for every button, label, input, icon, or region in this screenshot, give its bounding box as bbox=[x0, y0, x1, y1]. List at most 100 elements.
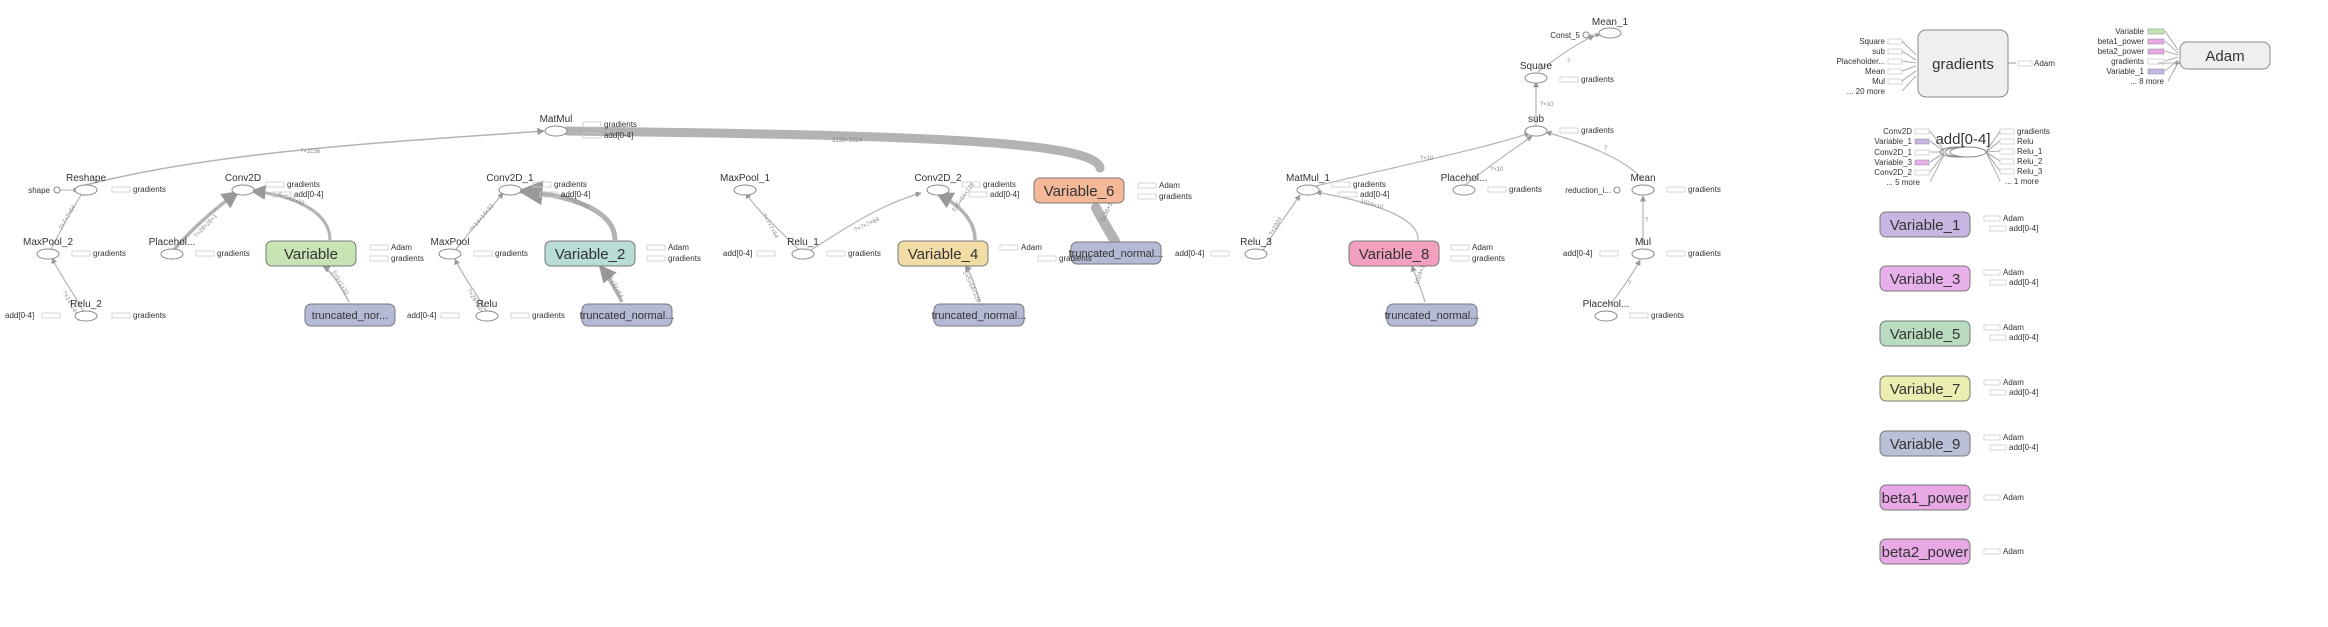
node-variable-4[interactable]: Variable_4 bbox=[897, 240, 989, 267]
svg-text:add[0-4]: add[0-4] bbox=[2009, 443, 2038, 452]
svg-text:gradients: gradients bbox=[1472, 254, 1505, 263]
node-relu[interactable]: Relu bbox=[475, 299, 499, 322]
svg-text:beta2_power: beta2_power bbox=[1882, 544, 1969, 561]
svg-text:add[0-4]: add[0-4] bbox=[294, 190, 323, 199]
svg-text:Adam: Adam bbox=[2003, 493, 2024, 502]
aux-variable-5[interactable]: Variable_5 Adam add[0-4] bbox=[1879, 320, 2038, 347]
svg-text:Mul: Mul bbox=[1635, 237, 1651, 248]
aux-input-label: Placeholder... bbox=[1837, 57, 1885, 66]
node-mean[interactable]: Mean bbox=[1630, 173, 1656, 196]
node-sub[interactable]: sub bbox=[1524, 114, 1548, 137]
svg-text:Mean: Mean bbox=[1630, 173, 1655, 184]
svg-text:gradients: gradients bbox=[133, 311, 166, 320]
svg-text:Reshape: Reshape bbox=[66, 173, 106, 184]
aux-input-label: Square bbox=[1859, 37, 1885, 46]
aux-input-label: Conv2D_2 bbox=[1874, 168, 1912, 177]
node-truncated-normal-6[interactable]: truncated_normal... bbox=[1069, 241, 1164, 265]
node-reshape[interactable]: Reshape bbox=[66, 173, 106, 196]
edge-trunc6-var6 bbox=[1091, 203, 1120, 246]
node-variable-8[interactable]: Variable_8 bbox=[1348, 240, 1440, 267]
aux-add-node[interactable]: add[0-4] Conv2D Variable_1 Conv2D_1 Vari… bbox=[1874, 127, 2050, 187]
svg-text:gradients: gradients bbox=[604, 120, 637, 129]
edge-label: ? bbox=[1567, 59, 1571, 65]
edge-matmul1-sub bbox=[1315, 131, 1531, 187]
svg-text:Variable: Variable bbox=[284, 246, 338, 263]
node-shape[interactable]: shape bbox=[28, 186, 61, 195]
node-conv2d[interactable]: Conv2D bbox=[225, 173, 261, 196]
node-truncated-normal-8[interactable]: truncated_normal... bbox=[1385, 303, 1480, 327]
svg-text:sub: sub bbox=[1528, 114, 1545, 125]
aux-variable-9[interactable]: Variable_9 Adam add[0-4] bbox=[1879, 430, 2038, 457]
node-const-5[interactable]: Const_5 bbox=[1550, 31, 1590, 40]
aux-adam-node[interactable]: Adam Variable beta1_power beta2_power gr… bbox=[2098, 27, 2271, 86]
svg-text:Adam: Adam bbox=[1021, 243, 1042, 252]
node-truncated-normal-2[interactable]: truncated_normal... bbox=[580, 303, 675, 327]
aux-beta1-power[interactable]: beta1_power Adam bbox=[1879, 484, 2024, 511]
node-relu-2[interactable]: Relu_2 bbox=[70, 299, 102, 322]
node-variable-6[interactable]: Variable_6 bbox=[1033, 177, 1125, 204]
aux-beta2-power[interactable]: beta2_power Adam bbox=[1879, 538, 2024, 565]
edge-relu2-maxpool2 bbox=[51, 257, 86, 315]
variable-nodes[interactable]: Variable Variable_2 Variable_4 Variable_… bbox=[265, 177, 1440, 267]
truncated-normal-nodes[interactable]: truncated_nor... truncated_normal... tru… bbox=[304, 241, 1480, 327]
aux-input-label: Variable_1 bbox=[2106, 67, 2144, 76]
node-matmul-1[interactable]: MatMul_1 bbox=[1286, 173, 1330, 196]
aux-variable-1[interactable]: Variable_1 Adam add[0-4] bbox=[1879, 211, 2038, 238]
node-maxpool[interactable]: MaxPool bbox=[431, 237, 470, 260]
node-truncated-normal-4[interactable]: truncated_normal... bbox=[932, 303, 1027, 327]
op-nodes[interactable]: MatMul Reshape shape MaxPool_2 Relu_2 Co… bbox=[23, 17, 1656, 322]
svg-text:Variable_2: Variable_2 bbox=[555, 246, 626, 263]
node-mean-1[interactable]: Mean_1 bbox=[1592, 17, 1629, 39]
svg-text:Conv2D_1: Conv2D_1 bbox=[486, 173, 534, 184]
svg-text:truncated_normal...: truncated_normal... bbox=[1385, 310, 1480, 322]
node-matmul[interactable]: MatMul bbox=[540, 114, 573, 137]
svg-text:Variable_9: Variable_9 bbox=[1890, 436, 1961, 453]
node-mul[interactable]: Mul bbox=[1631, 237, 1655, 260]
svg-text:gradients: gradients bbox=[554, 180, 587, 189]
node-placeholder[interactable]: Placehol... bbox=[149, 237, 196, 260]
node-maxpool-2[interactable]: MaxPool_2 bbox=[23, 237, 73, 260]
svg-text:Const_5: Const_5 bbox=[1550, 31, 1580, 40]
svg-text:gradients: gradients bbox=[1688, 249, 1721, 258]
node-variable-2[interactable]: Variable_2 bbox=[544, 240, 636, 267]
aux-input-label: Mean bbox=[1865, 67, 1885, 76]
edge-label: 5×5×1×32 bbox=[330, 270, 349, 297]
svg-text:beta1_power: beta1_power bbox=[1882, 490, 1969, 507]
node-reduction[interactable]: reduction_i... bbox=[1565, 186, 1621, 195]
node-square[interactable]: Square bbox=[1520, 61, 1553, 84]
svg-text:gradients: gradients bbox=[1651, 311, 1684, 320]
svg-text:add[0-4]: add[0-4] bbox=[1360, 190, 1389, 199]
node-maxpool-1[interactable]: MaxPool_1 bbox=[720, 173, 770, 196]
aux-variable-3[interactable]: Variable_3 Adam add[0-4] bbox=[1879, 265, 2038, 292]
svg-text:MatMul_1: MatMul_1 bbox=[1286, 173, 1330, 184]
stub-annotations bbox=[41, 76, 1686, 319]
node-variable[interactable]: Variable bbox=[265, 240, 357, 267]
svg-text:add[0-4]: add[0-4] bbox=[2009, 333, 2038, 342]
svg-text:Placehol...: Placehol... bbox=[149, 237, 196, 248]
node-relu-3[interactable]: Relu_3 bbox=[1240, 237, 1272, 260]
svg-text:gradients: gradients bbox=[1581, 126, 1614, 135]
node-truncated-normal[interactable]: truncated_nor... bbox=[304, 303, 396, 327]
aux-gradients-inputs: Square sub Placeholder... Mean Mul ... 2… bbox=[1837, 37, 1886, 96]
svg-text:gradients: gradients bbox=[93, 249, 126, 258]
node-relu-1[interactable]: Relu_1 bbox=[787, 237, 819, 260]
svg-text:Variable_4: Variable_4 bbox=[908, 246, 979, 263]
node-placeholder-b[interactable]: Placehol... bbox=[1441, 173, 1488, 196]
node-placeholder-c[interactable]: Placehol... bbox=[1583, 299, 1630, 322]
svg-text:truncated_nor...: truncated_nor... bbox=[312, 310, 388, 322]
aux-variable-7[interactable]: Variable_7 Adam add[0-4] bbox=[1879, 375, 2038, 402]
aux-variables[interactable]: Variable_1 Adam add[0-4] Variable_3 Adam… bbox=[1879, 211, 2038, 565]
svg-text:truncated_normal...: truncated_normal... bbox=[580, 310, 675, 322]
aux-input-label: ... 20 more bbox=[1847, 87, 1886, 96]
svg-text:Relu_1: Relu_1 bbox=[787, 237, 819, 248]
svg-text:gradients: gradients bbox=[1059, 254, 1092, 263]
aux-gradients-node[interactable]: gradients Square sub Placeholder... Mean… bbox=[1837, 29, 2056, 98]
edge-trunc8-var8 bbox=[1410, 265, 1426, 303]
aux-input-label: beta1_power bbox=[2098, 37, 2145, 46]
svg-text:add[0-4]: add[0-4] bbox=[407, 311, 436, 320]
node-conv2d-1[interactable]: Conv2D_1 bbox=[486, 173, 534, 196]
node-conv2d-2[interactable]: Conv2D_2 bbox=[914, 173, 962, 196]
svg-text:gradients: gradients bbox=[1353, 180, 1386, 189]
